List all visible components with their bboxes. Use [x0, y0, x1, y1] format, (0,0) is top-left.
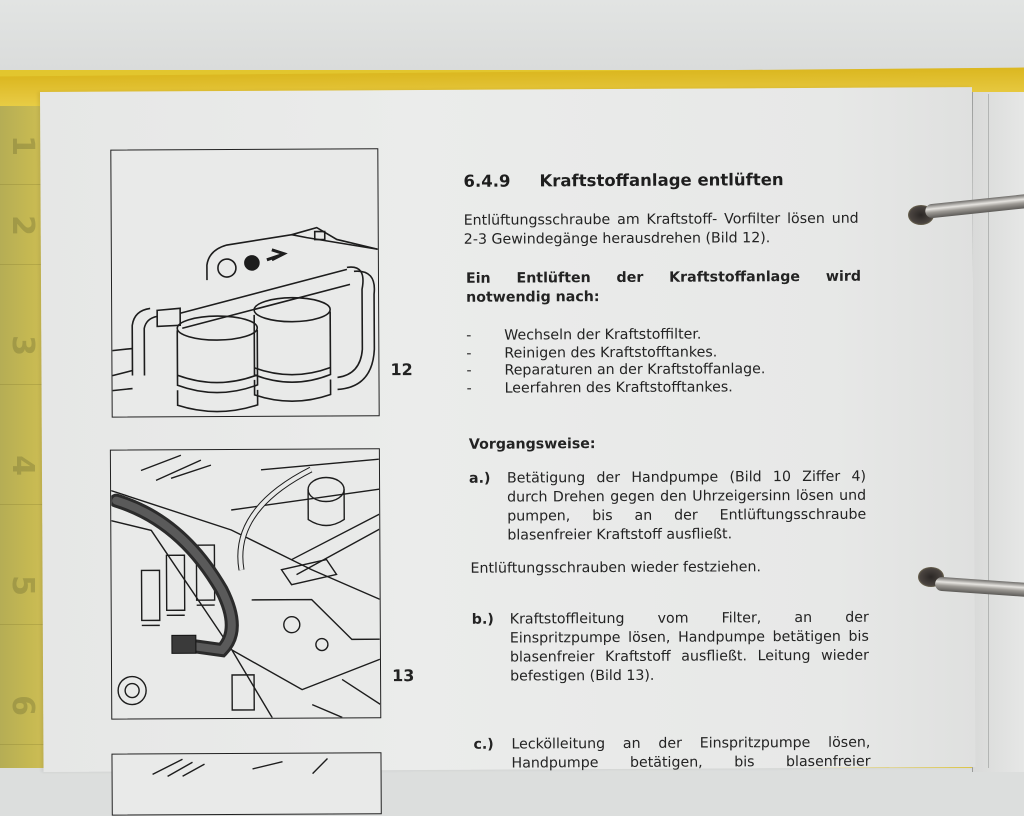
manual-page: 12 — [40, 87, 976, 816]
figure-12-fuel-filters — [110, 148, 380, 418]
figure-number-13: 13 — [392, 666, 415, 686]
list-item: -Leerfahren des Kraftstofftankes. — [466, 378, 733, 397]
index-tab-6[interactable]: 6 — [0, 666, 44, 745]
injection-pump-illustration — [109, 454, 381, 719]
index-tab-1[interactable]: 1 — [0, 106, 44, 185]
step-text: Kraftstoffleitung vom Filter, an der Ein… — [509, 609, 870, 685]
index-tab-2[interactable]: 2 — [0, 186, 44, 265]
step-text: Betätigung der Handpumpe (Bild 10 Ziffer… — [506, 468, 867, 544]
figure-13-injection-pump — [109, 448, 382, 720]
page-edge-line — [988, 94, 989, 768]
figure-number-12: 12 — [390, 360, 413, 380]
index-tab-5[interactable]: 5 — [0, 546, 44, 625]
fuel-filter-illustration — [112, 226, 379, 413]
step-label: b.) — [471, 611, 494, 628]
procedure-heading: Vorgangsweise: — [468, 436, 596, 453]
step-a: a.) Betätigung der Handpumpe (Bild 10 Zi… — [469, 468, 866, 546]
section-title: Kraftstoffanlage entlüften — [539, 170, 784, 191]
index-tab-3[interactable]: 3 — [0, 306, 44, 385]
underlying-page — [972, 92, 1024, 772]
after-step-a-text: Entlüftungsschrauben wieder festziehen. — [470, 559, 761, 577]
index-tab-column: 1 2 3 4 5 6 — [0, 106, 44, 768]
list-item: -Wechseln der Kraftstoffilter. — [466, 326, 702, 344]
section-heading: 6.4.9 Kraftstoffanlage entlüften — [463, 170, 843, 191]
section-number: 6.4.9 — [463, 171, 511, 191]
step-label: c.) — [473, 736, 494, 753]
list-item: -Reparaturen an der Kraftstoffanlage. — [466, 361, 766, 379]
intro-paragraph: Entlüftungsschraube am Kraftstoff- Vorfi… — [463, 210, 859, 248]
partial-illustration — [152, 758, 328, 777]
necessity-heading: Ein Entlüften der Kraftstoffanlage wird … — [465, 268, 862, 306]
figure-next-partial — [111, 752, 382, 816]
step-label: a.) — [468, 470, 491, 487]
index-tab-4[interactable]: 4 — [0, 426, 44, 505]
background-surface — [0, 0, 1024, 80]
step-b: b.) Kraftstoffleitung vom Filter, an der… — [472, 609, 869, 687]
list-item: -Reinigen des Kraftstofftankes. — [466, 343, 718, 362]
necessity-list: -Wechseln der Kraftstoffilter. -Reinigen… — [466, 326, 861, 398]
